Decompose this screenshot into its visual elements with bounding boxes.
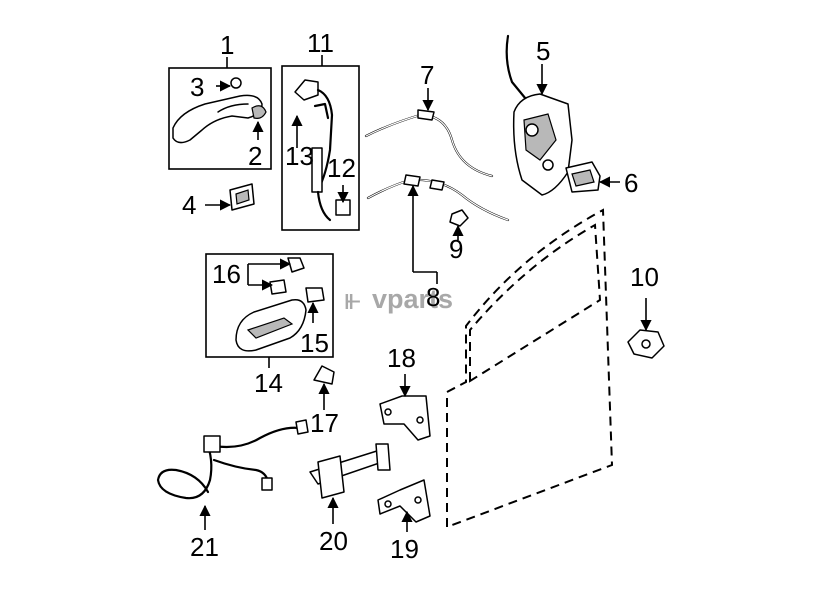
part-1-box (168, 67, 272, 170)
callout-11: 11 (307, 28, 334, 58)
callout-16: 16 (212, 259, 241, 289)
lower-hinge-part (377, 479, 431, 523)
outside-handle-part (172, 77, 267, 144)
wire-harness-part (156, 419, 309, 500)
door-check-part (309, 443, 391, 499)
upper-hinge-part (379, 395, 431, 441)
callout-9: 9 (449, 234, 463, 264)
clip-part-9 (449, 209, 469, 227)
door-latch-part (505, 34, 573, 196)
callout-6: 6 (624, 168, 638, 198)
callout-13: 13 (285, 141, 314, 171)
callout-14: 14 (254, 368, 283, 398)
callout-15: 15 (300, 328, 329, 358)
callout-5: 5 (536, 36, 550, 66)
callout-20: 20 (319, 526, 348, 556)
cable-part-8 (366, 174, 510, 222)
callout-21: 21 (190, 532, 219, 562)
callout-4: 4 (182, 190, 196, 220)
part-11-box (281, 65, 360, 231)
striker-part-10 (627, 329, 665, 359)
handle-cover-part (229, 183, 255, 211)
watermark-text: vparts (372, 284, 453, 314)
callout-19: 19 (390, 534, 419, 564)
actuator-part-6 (565, 161, 601, 193)
callout-18: 18 (387, 343, 416, 373)
door-outline (446, 208, 614, 529)
callout-7: 7 (420, 60, 434, 90)
callout-1: 1 (220, 30, 234, 60)
callout-8: 8 (426, 282, 440, 312)
callout-3: 3 (190, 72, 204, 102)
watermark-logo-mark: ⫦ (345, 284, 360, 314)
callout-17: 17 (310, 408, 339, 438)
callout-12: 12 (327, 153, 356, 183)
cable-part-7 (364, 109, 494, 178)
callout-2: 2 (248, 141, 262, 171)
cap-part-17 (313, 365, 335, 385)
inside-handle-part (235, 257, 325, 352)
callout-10: 10 (630, 262, 659, 292)
